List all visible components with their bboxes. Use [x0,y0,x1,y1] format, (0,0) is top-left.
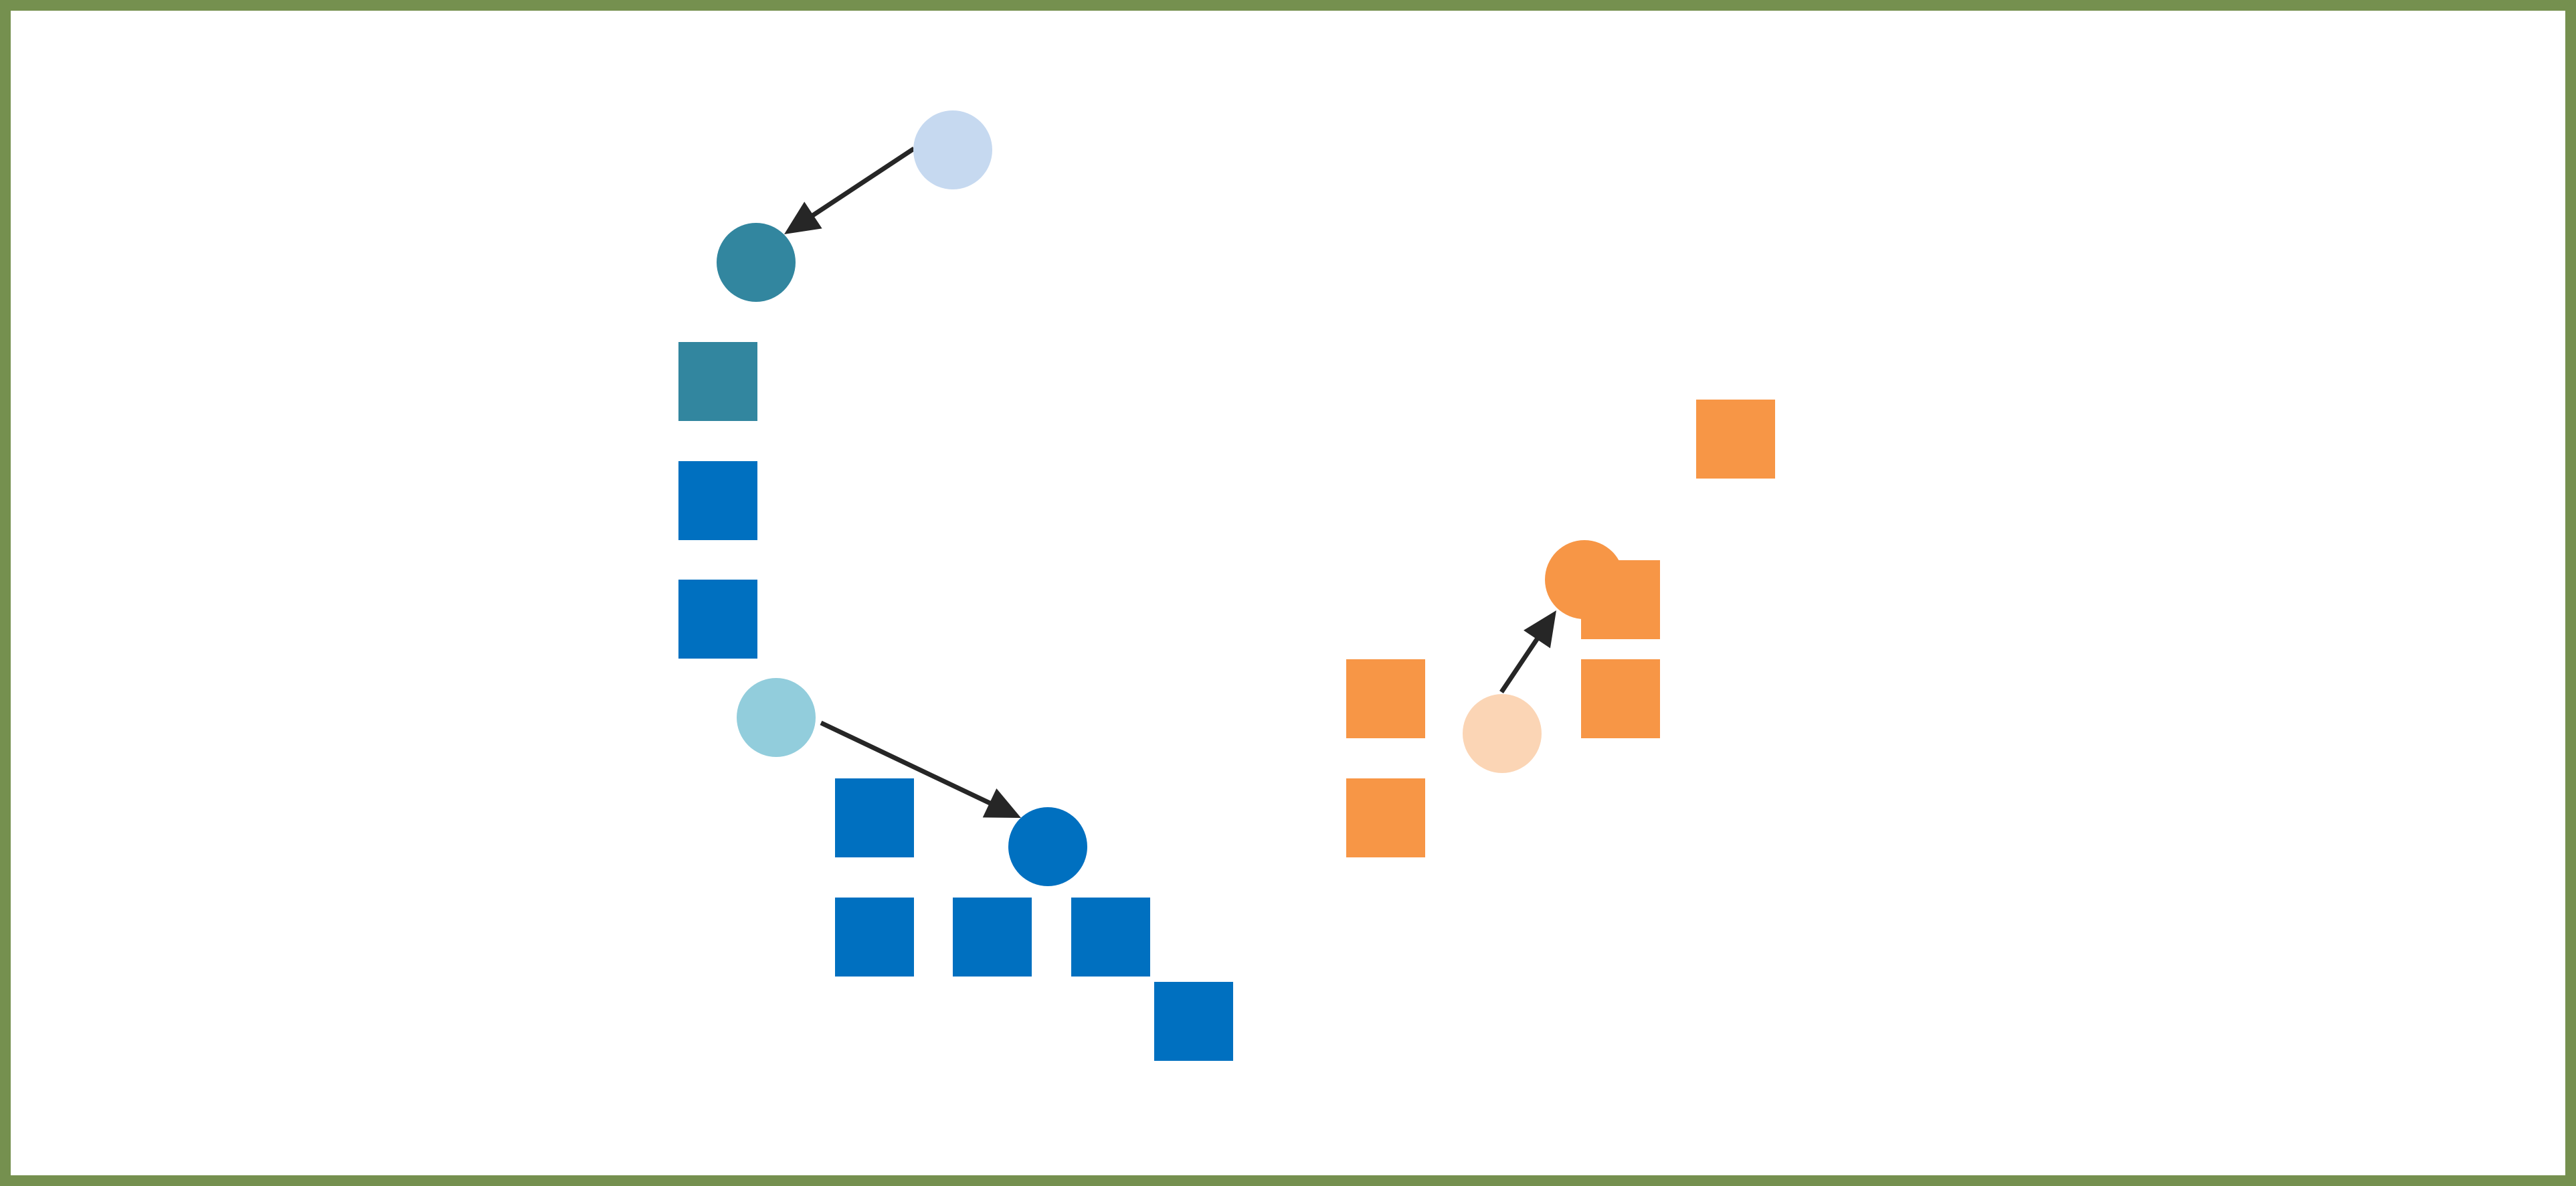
circle-light-orange [1463,694,1542,773]
arrow-light-blue-to-teal [784,147,915,234]
circle-sky-blue [737,678,816,757]
square-blue [1154,982,1233,1061]
arrow-sky-blue-to-blue [820,720,1021,818]
square-orange [1581,560,1660,639]
square-blue [953,898,1032,977]
square-orange [1346,659,1425,738]
arrow-shaft [810,147,915,219]
square-blue [835,778,914,857]
circle-light-blue [913,110,992,189]
square-blue [678,461,757,540]
arrow-head [784,201,822,234]
square-teal [678,342,757,421]
square-orange [1696,400,1775,479]
square-orange [1581,659,1660,738]
square-blue [835,898,914,977]
square-blue [678,580,757,659]
arrow-shaft [820,720,994,807]
arrow-light-orange-to-orange [1499,610,1556,693]
square-orange [1346,778,1425,857]
arrow-shaft [1499,635,1541,693]
square-blue [1071,898,1150,977]
arrow-head [982,788,1021,818]
shape-layer [678,110,1775,1061]
arrow-head [1524,610,1556,649]
circle-teal [717,223,796,302]
arrow-layer [784,147,1556,818]
circle-blue [1008,807,1087,886]
